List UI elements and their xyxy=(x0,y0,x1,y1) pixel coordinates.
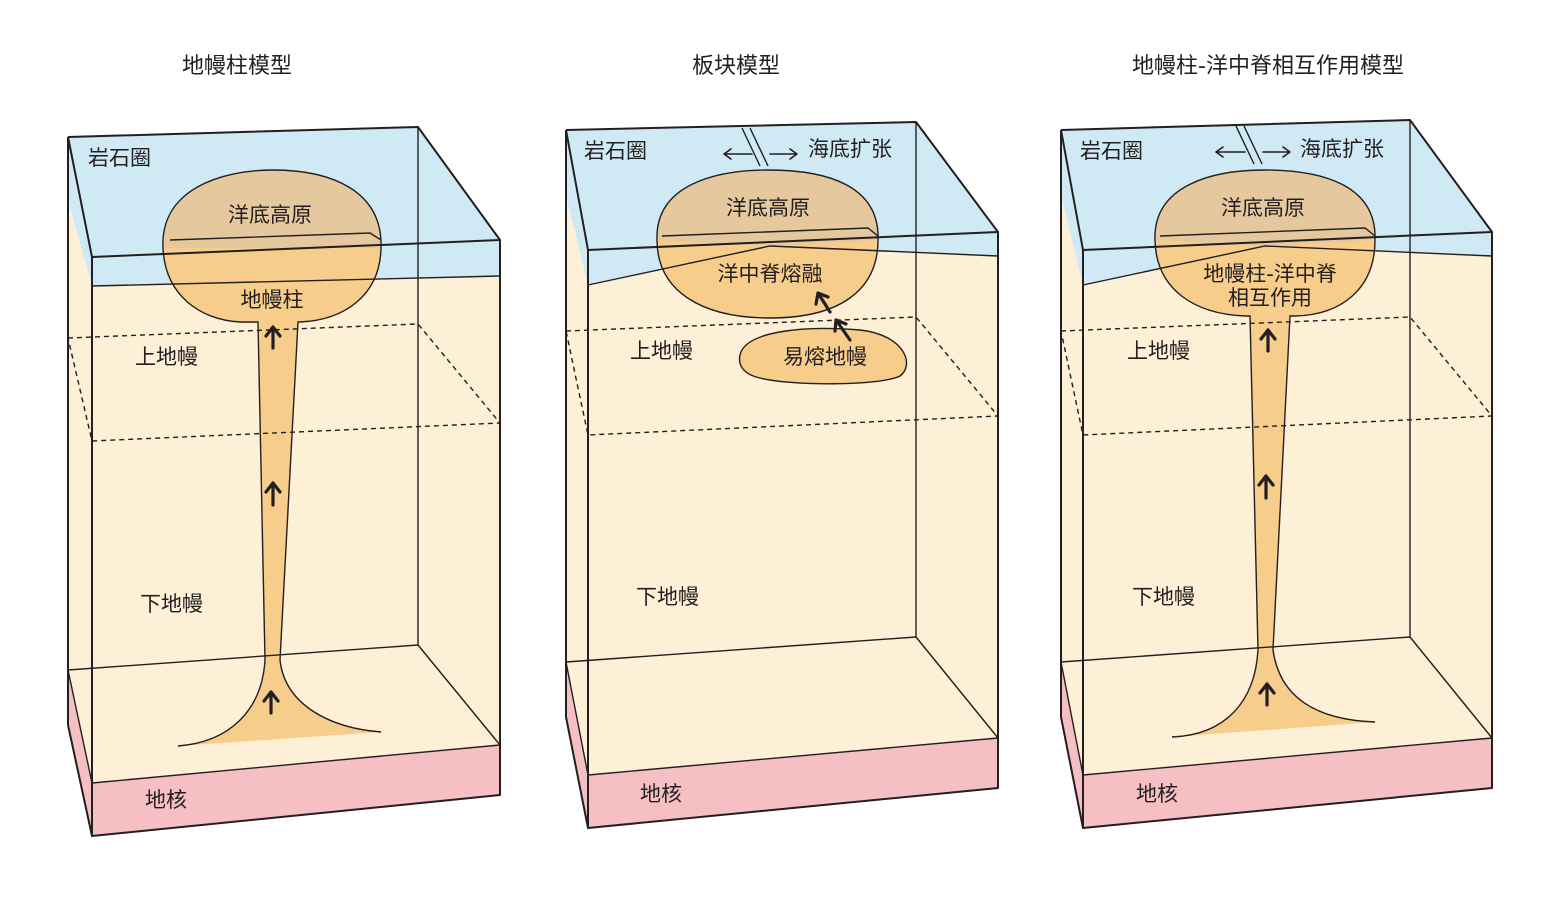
panel-1-plateau xyxy=(162,170,382,248)
panel-3-upper-mantle-label: 上地幔 xyxy=(1127,339,1190,363)
panel-3-interaction-label-line2: 相互作用 xyxy=(1228,286,1312,310)
panel-3-up-arrow xyxy=(1257,474,1275,500)
panel-3-plateau-label: 洋底高原 xyxy=(1221,196,1305,220)
panel-1-up-arrow xyxy=(264,325,282,350)
panel-2-lithosphere-front xyxy=(588,232,998,285)
panel-interaction-model: 地幔柱-洋中脊相互作用模型 xyxy=(1060,54,1494,829)
panel-1-up-arrow xyxy=(262,690,280,715)
panel-plate-model: 板块模型 岩石圈 海 xyxy=(565,54,1000,829)
panel-3-lower-mantle-label: 下地幔 xyxy=(1132,585,1195,609)
panel-1-upper-mantle-label: 上地幔 xyxy=(135,345,198,369)
panel-1-lower-mantle-label: 下地幔 xyxy=(140,592,203,616)
panel-3-core-side xyxy=(1061,662,1083,828)
panel-3-mantle-side xyxy=(1061,130,1083,775)
panel-1-up-arrow xyxy=(264,481,282,507)
panel-3-plateau xyxy=(1154,170,1376,246)
panel-1-core-label: 地核 xyxy=(145,788,187,812)
panel-2-fusible-label: 易熔地幔 xyxy=(783,345,867,369)
panel-1-core-side xyxy=(68,670,92,836)
panel-2-mantle-side xyxy=(566,130,588,775)
panel-3-core-front xyxy=(1083,738,1492,828)
panel-2-lithosphere-side xyxy=(566,130,588,285)
panel-3-core-label: 地核 xyxy=(1136,782,1178,806)
panel-1-title: 地幔柱模型 xyxy=(182,54,292,79)
panel-1-plume-conduit xyxy=(178,322,381,746)
panel-1-plume-label: 地幔柱 xyxy=(241,288,304,312)
panel-plume-model: 地幔柱模型 xyxy=(67,54,502,837)
panel-3-lithosphere-front xyxy=(1083,232,1492,285)
panel-1-lithosphere-label: 岩石圈 xyxy=(88,146,151,170)
panel-2-plateau xyxy=(656,170,879,246)
panel-3-spreading-label: 海底扩张 xyxy=(1300,137,1384,161)
panel-2-core-side xyxy=(566,662,588,828)
panel-2-core-front xyxy=(588,738,998,828)
panel-3-lithosphere-label: 岩石圈 xyxy=(1080,139,1143,163)
panel-2-spreading-label: 海底扩张 xyxy=(808,137,892,161)
panel-1-mantle-front xyxy=(92,276,500,783)
panel-1-plateau-label: 洋底高原 xyxy=(228,203,312,227)
panel-1-mantle-side xyxy=(68,137,92,783)
panel-2-core-label: 地核 xyxy=(640,782,682,806)
panel-2-title: 板块模型 xyxy=(692,54,780,79)
panel-3-interaction-label-line1: 地幔柱-洋中脊 xyxy=(1203,262,1337,286)
panel-3-plume-conduit xyxy=(1172,316,1375,737)
panel-3-mantle-front xyxy=(1083,246,1492,775)
panel-2-upper-mantle-label: 上地幔 xyxy=(630,339,693,363)
panel-2-ridge-melt-label: 洋中脊熔融 xyxy=(718,262,823,286)
panel-1-lithosphere-side xyxy=(68,137,92,286)
panel-1-plateau-outline xyxy=(162,169,382,733)
panel-2-mantle-front xyxy=(588,246,998,775)
panel-3-lithosphere-side xyxy=(1061,130,1083,285)
panel-3-right-arrow xyxy=(1262,146,1291,158)
panel-3-up-arrow xyxy=(1259,328,1277,353)
panel-3-up-arrow xyxy=(1258,682,1276,707)
panel-2-right-arrow xyxy=(769,148,798,160)
panel-2-plateau-label: 洋底高原 xyxy=(726,196,810,220)
panel-2-up-arrow xyxy=(814,291,832,314)
panel-2-lithosphere-label: 岩石圈 xyxy=(584,139,647,163)
panel-2-up-arrow xyxy=(833,318,852,342)
panel-3-left-arrow xyxy=(1215,146,1246,158)
panel-2-lower-mantle-label: 下地幔 xyxy=(636,585,699,609)
panel-1-core-front xyxy=(92,745,500,836)
panel-2-fusible-mantle xyxy=(738,327,908,385)
panel-3-title: 地幔柱-洋中脊相互作用模型 xyxy=(1132,54,1404,79)
panel-2-left-arrow xyxy=(723,148,753,160)
